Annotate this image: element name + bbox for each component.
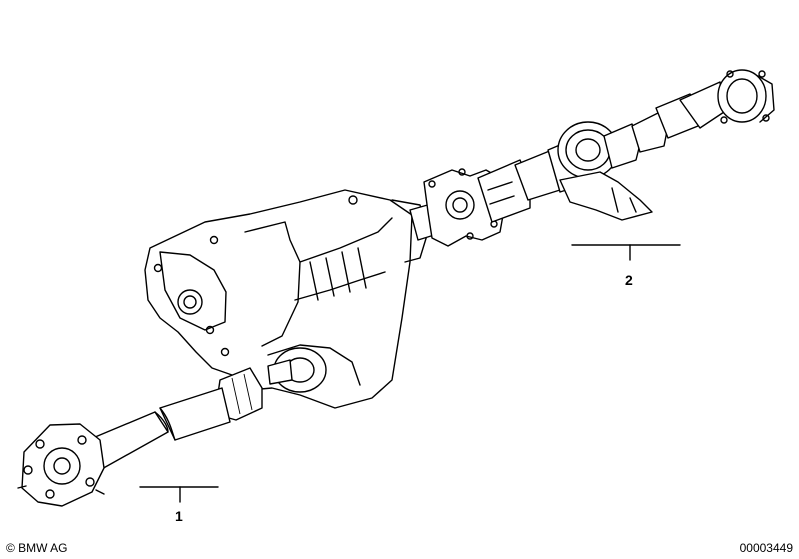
image-number-label: 00003449: [739, 541, 793, 555]
callout-leader-1: [139, 486, 219, 503]
callout-leader-2: [571, 244, 681, 261]
transfer-case-housing: [144, 189, 429, 409]
callout-label-2: 2: [625, 272, 633, 288]
rear-drive-shaft: [409, 69, 775, 247]
callout-label-1: 1: [175, 508, 183, 524]
front-drive-shaft: [17, 367, 263, 507]
copyright-label: © BMW AG: [6, 541, 68, 555]
